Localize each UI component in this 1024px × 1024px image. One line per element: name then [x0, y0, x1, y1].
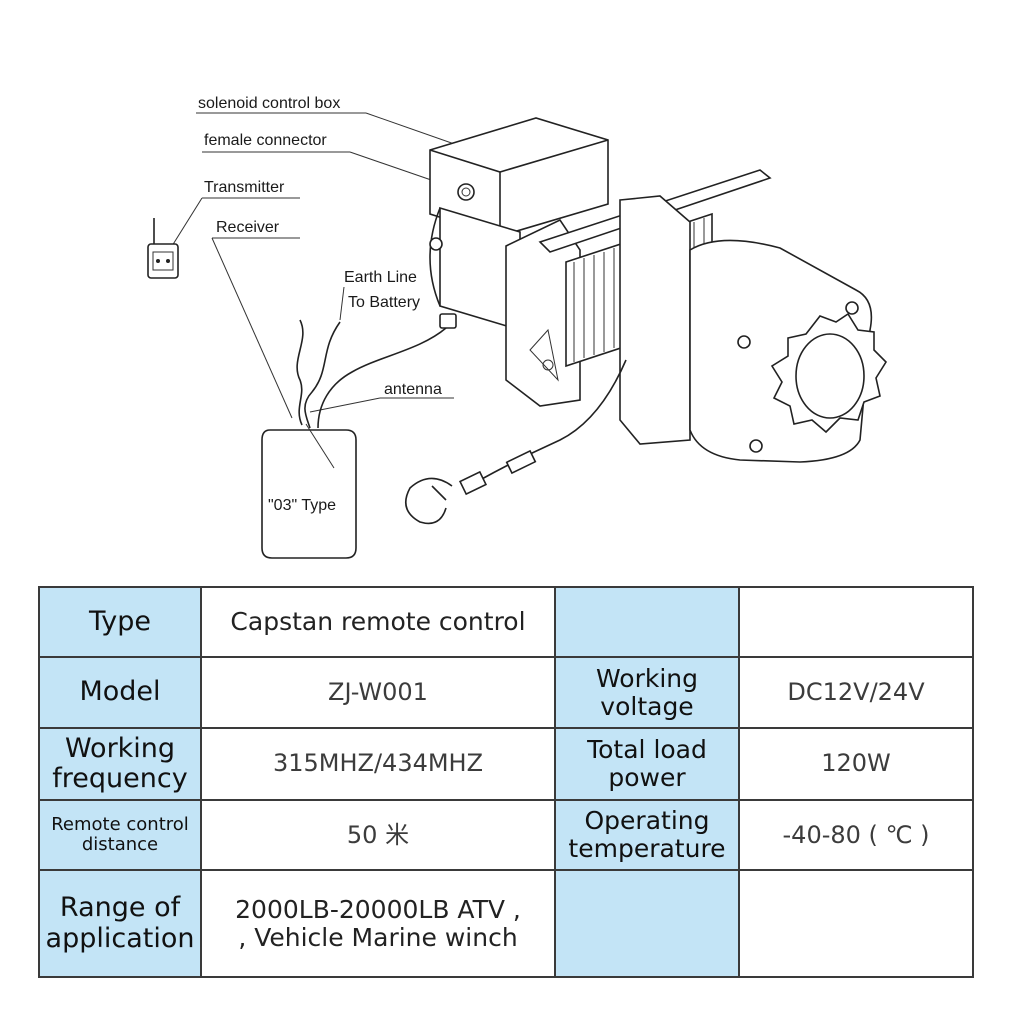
header-type: Type: [38, 585, 202, 659]
transmitter-remote-icon: [147, 218, 179, 279]
label-03-type: "03" Type: [268, 497, 336, 514]
header-model: Model: [38, 656, 202, 729]
header-range-of-application: Range of application: [38, 869, 202, 978]
receiver-box-icon: "03" Type: [261, 313, 457, 559]
value-working-voltage: DC12V/24V: [738, 656, 974, 729]
value-total-load-power: 120W: [738, 726, 974, 802]
value-model: ZJ-W001: [200, 656, 556, 729]
header-operating-temperature: Operating temperature: [554, 799, 740, 872]
header-remote-control-distance: Remote control distance: [38, 799, 202, 872]
value-type: Capstan remote control: [200, 585, 556, 659]
label-transmitter: Transmitter: [204, 179, 285, 196]
value-empty: [738, 585, 974, 659]
header-working-frequency: Working frequency: [38, 726, 202, 802]
label-antenna: antenna: [384, 381, 442, 398]
label-to-battery: To Battery: [348, 294, 420, 311]
value-operating-temperature: -40-80 ( ℃ ): [738, 799, 974, 872]
header-total-load-power: Total load power: [554, 726, 740, 802]
label-earth-line: Earth Line: [344, 269, 417, 286]
header-working-voltage: Working voltage: [554, 656, 740, 729]
label-solenoid-control-box: solenoid control box: [198, 95, 340, 112]
winch-illustration: [404, 117, 888, 525]
header-empty: [554, 585, 740, 659]
winch-diagram: solenoid control box female connector Tr…: [147, 95, 888, 559]
table-row: Type Capstan remote control: [38, 585, 974, 659]
table-row: Remote control distance 50 米 Operating t…: [38, 799, 974, 872]
value-range-of-application: 2000LB-20000LB ATV , , Vehicle Marine wi…: [200, 869, 556, 978]
value-empty: [738, 869, 974, 978]
label-receiver: Receiver: [216, 219, 280, 236]
label-female-connector: female connector: [204, 132, 327, 149]
table-row: Model ZJ-W001 Working voltage DC12V/24V: [38, 656, 974, 729]
table-row: Range of application 2000LB-20000LB ATV …: [38, 869, 974, 978]
value-remote-control-distance: 50 米: [200, 799, 556, 872]
header-empty: [554, 869, 740, 978]
specifications-table: Type Capstan remote control Model ZJ-W00…: [38, 585, 974, 978]
table-row: Working frequency 315MHZ/434MHZ Total lo…: [38, 726, 974, 802]
value-working-frequency: 315MHZ/434MHZ: [200, 726, 556, 802]
